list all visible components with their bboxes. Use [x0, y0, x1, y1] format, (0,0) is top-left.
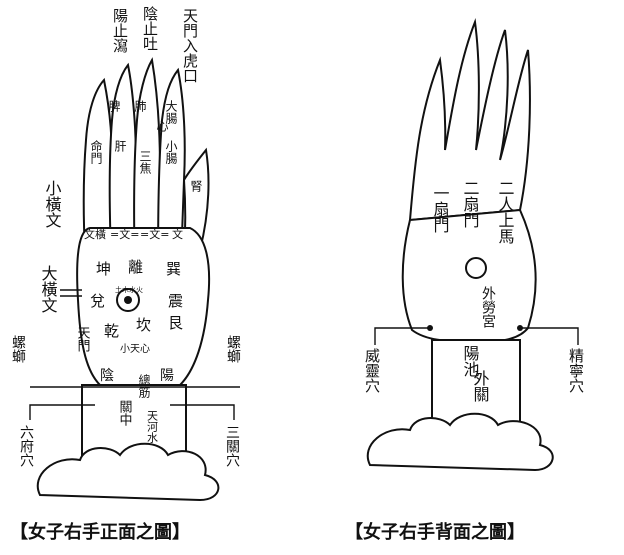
label-pi: 脾: [107, 99, 121, 113]
label-yin-zhi-tu: 陰止吐: [141, 6, 159, 51]
label-kun: 坤: [96, 260, 111, 278]
label-qian: 乾: [104, 322, 119, 340]
liufu-line: [29, 404, 95, 420]
label-tian-men: 天門: [75, 326, 91, 353]
label-luo-si-left: 螺螄: [10, 335, 26, 363]
label-li: 離: [128, 258, 143, 276]
weiling-line: [374, 327, 430, 345]
label-ming-men: 命門: [89, 139, 103, 164]
label-luo-si-right: 螺螄: [225, 335, 241, 363]
label-zhen: 震: [168, 292, 183, 310]
jingning-dot: [517, 325, 523, 331]
label-xin: 心: [155, 120, 169, 132]
label-guan-zhong: 關中: [117, 400, 132, 426]
weiling-dot: [427, 325, 433, 331]
label-wai-lao-gong: 外勞宮: [480, 286, 496, 328]
label-er-ren-shang-ma: 二人上馬: [496, 180, 515, 245]
label-san-guan-xue: 三關穴: [224, 425, 240, 467]
label-yang-zhi-xie: 陽止瀉: [111, 8, 129, 53]
label-wen-eq-1: =文=: [110, 227, 139, 241]
jingning-line: [520, 327, 579, 345]
label-center-small: 土木水火: [115, 285, 143, 294]
label-yin: 陰: [100, 368, 114, 384]
label-wai-guan: 外關: [471, 370, 490, 402]
label-zong-jin: 總筋: [137, 373, 151, 399]
label-san-jiao: 三焦: [138, 150, 152, 175]
front-caption: 【女子右手正面之圖】: [10, 521, 190, 543]
label-da-heng-wen: 大橫文: [39, 265, 58, 313]
front-cloud: [36, 442, 220, 502]
label-gan: 肝: [113, 140, 127, 152]
back-cloud: [366, 412, 554, 472]
label-tian-he-shui: 天河水: [146, 410, 159, 443]
label-dui: 兌: [90, 292, 105, 310]
label-xiao-chang: 小腸: [164, 140, 178, 165]
label-wei-ling-xue: 威靈穴: [363, 348, 381, 393]
label-wen-eq-2: =文=: [140, 227, 169, 241]
label-tianmen-hukou: 天門入虎口: [181, 8, 199, 83]
label-shen: 腎: [189, 180, 203, 193]
label-liu-fu-xue: 六府穴: [18, 425, 34, 467]
center-dot: [124, 296, 132, 304]
label-yi-shan-men: 一扇門: [431, 185, 450, 234]
label-wen-heng: 文橫: [84, 227, 106, 241]
back-fingers: [408, 18, 531, 222]
back-hand: [366, 18, 579, 472]
label-da-chang: 大腸: [164, 100, 178, 125]
label-kan: 坎: [136, 316, 151, 334]
front-palm: [76, 227, 211, 386]
label-fei: 肺: [133, 100, 147, 113]
label-wen-small: 文: [172, 227, 183, 241]
label-xun: 巽: [166, 260, 181, 278]
label-xiao-heng-wen: 小橫文: [43, 180, 62, 228]
front-wrist: [81, 384, 187, 456]
sanguan-line: [170, 404, 235, 420]
label-yang: 陽: [160, 368, 174, 384]
label-gen: 艮: [168, 314, 183, 332]
label-jing-ning-xue: 精寧穴: [567, 348, 585, 393]
back-caption: 【女子右手背面之圖】: [345, 521, 525, 543]
label-yang-chi: 陽池: [461, 345, 480, 377]
label-er-shan-men: 二扇門: [461, 180, 480, 229]
label-xiao-tian-xin: 小天心: [120, 343, 150, 355]
back-circle: [465, 257, 487, 279]
front-hand: [29, 57, 240, 502]
